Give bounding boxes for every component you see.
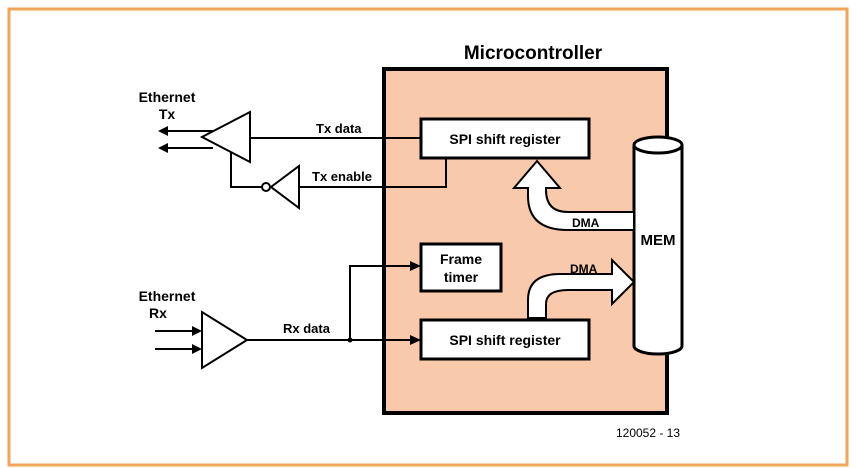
tx-output-arrowhead-2 [158,143,168,153]
enable-to-buffer-wire [230,152,262,188]
tx-data-label: Tx data [316,121,362,136]
rx-data-label: Rx data [283,321,331,336]
rx-input-arrowhead-1 [192,326,202,336]
tx-enable-label: Tx enable [312,169,372,184]
tx-buffer [199,110,251,164]
dma-label-bottom: DMA [570,262,598,276]
dma-label-top: DMA [572,216,600,230]
rx-data-arrowhead [410,335,421,345]
tx-output-arrowhead-1 [158,126,168,136]
spi-rx-register [419,318,591,361]
ethernet-tx-label-line2: Tx [159,106,176,122]
figure-number: 120052 - 13 [616,426,680,440]
frame-timer-block [419,242,503,293]
frame-timer-label-line2: timer [444,269,479,285]
spi-tx-register [419,117,591,160]
mem-cylinder [632,135,684,356]
dma-arrow-to-mem [527,257,636,319]
spi-rx-register-label: SPI shift register [449,332,561,348]
dma-arrow-to-tx [511,159,635,231]
frame-timer-wire [349,265,414,340]
frame-timer-label-line1: Frame [440,251,482,267]
tx-enable-wire [299,158,447,188]
frame-timer-arrowhead [410,261,421,271]
inverter-bubble [261,182,271,192]
ethernet-rx-label-line2: Rx [149,305,167,321]
mem-label: MEM [641,232,676,249]
tx-enable-inverter [269,164,300,210]
ethernet-tx-label-line1: Ethernet [139,89,196,105]
rx-input-arrowhead-2 [192,344,202,354]
ethernet-rx-label-line1: Ethernet [139,288,196,304]
microcontroller-title: Microcontroller [464,43,603,64]
rx-buffer [201,310,249,370]
spi-tx-register-label: SPI shift register [449,131,561,147]
